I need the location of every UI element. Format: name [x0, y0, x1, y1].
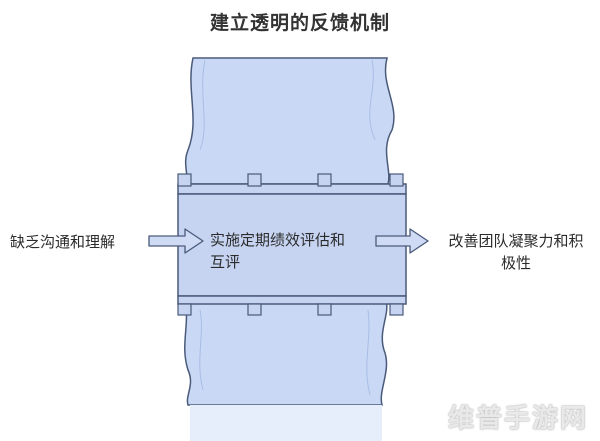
lower-bolt-4 — [389, 303, 404, 316]
upper-pipe — [183, 57, 395, 185]
center-label-line-2: 互评 — [210, 253, 241, 271]
output-label: 改善团队凝聚力和积 极性 — [436, 230, 596, 274]
lower-flange — [177, 295, 407, 305]
input-arrow — [148, 228, 204, 254]
upper-bolt-3 — [317, 173, 332, 187]
upper-flange — [177, 183, 407, 195]
output-label-line-1: 改善团队凝聚力和积 — [448, 232, 584, 250]
lower-bolt-1 — [177, 303, 192, 316]
upper-bolt-4 — [389, 173, 404, 187]
upper-bolt-2 — [247, 173, 262, 187]
lower-bolt-2 — [247, 303, 262, 316]
lower-pipe — [184, 299, 388, 406]
upper-pipe-flow — [199, 59, 376, 151]
lower-pipe-flow — [199, 309, 371, 396]
output-label-line-2: 极性 — [500, 254, 531, 272]
watermark-logo: 维普手游网 — [447, 404, 588, 434]
input-label: 缺乏沟通和理解 — [10, 233, 116, 251]
output-arrow — [375, 228, 429, 254]
pipe-reflection — [190, 405, 382, 441]
lower-bolt-3 — [317, 303, 332, 316]
center-label-line-1: 实施定期绩效评估和 — [210, 231, 346, 249]
center-label: 实施定期绩效评估和 互评 — [210, 229, 380, 273]
center-box — [177, 193, 407, 297]
diagram-title: 建立透明的反馈机制 — [209, 12, 390, 34]
upper-bolt-1 — [177, 173, 192, 187]
